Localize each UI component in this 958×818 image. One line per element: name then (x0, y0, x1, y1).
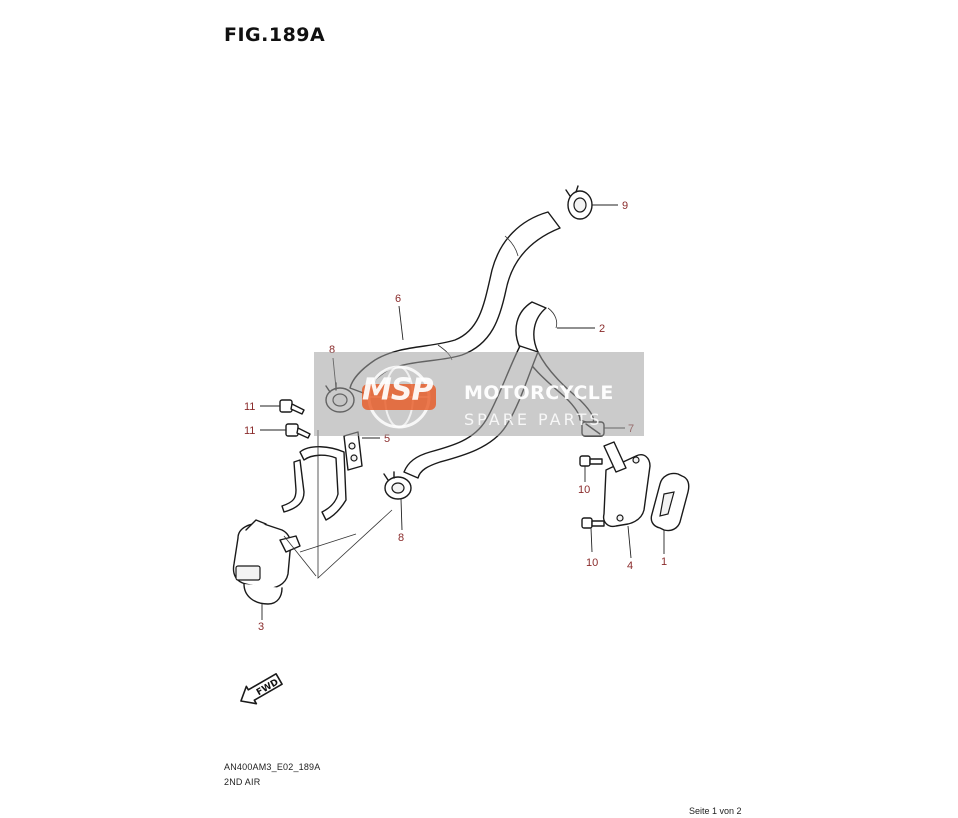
hose-clamp-8-lower (383, 471, 412, 500)
watermark-logo-text: MSP (362, 372, 433, 408)
watermark-band: MSP MOTORCYCLE SPARE PARTS (314, 352, 644, 436)
callout-8-lower: 8 (398, 532, 404, 544)
bolt-10-lower (581, 517, 605, 529)
leader-8-lower (400, 498, 403, 531)
leader-4 (627, 525, 632, 559)
callout-9: 9 (622, 200, 628, 212)
callout-11-upper: 11 (244, 401, 255, 413)
callout-3: 3 (258, 621, 264, 633)
callout-10-upper: 10 (578, 484, 590, 496)
callout-5: 5 (384, 433, 390, 445)
air-pipe (281, 446, 347, 521)
air-control-valve-3 (232, 519, 301, 605)
reference-line (299, 533, 357, 553)
reed-valve-cover-4 (602, 441, 651, 528)
callout-11-lower: 11 (244, 425, 255, 437)
leader-6 (398, 305, 404, 341)
bolt-10-upper (579, 455, 603, 467)
watermark-line2: SPARE PARTS (464, 410, 603, 429)
figure-title: FIG.189A (224, 24, 326, 46)
page-footer: Seite 1 von 2 (689, 806, 742, 816)
watermark-line1: MOTORCYCLE (464, 382, 614, 404)
reference-line (317, 430, 393, 579)
callout-6: 6 (395, 293, 401, 305)
bolt-11-lower (285, 423, 311, 439)
bolt-11-upper (279, 399, 305, 415)
diagram-code: AN400AM3_E02_189A (224, 762, 321, 772)
bracket-5 (343, 431, 363, 471)
section-name: 2ND AIR (224, 777, 261, 787)
callout-10-lower: 10 (586, 557, 598, 569)
globe-logo-icon (362, 365, 436, 429)
forward-arrow: FWD (240, 673, 283, 705)
callout-2: 2 (599, 323, 605, 335)
hose-clamp-9 (565, 185, 593, 220)
callout-4: 4 (627, 560, 633, 572)
leader-10-lower (590, 527, 593, 553)
callout-8-upper: 8 (329, 344, 335, 356)
reference-line (283, 535, 317, 577)
gasket-1 (650, 472, 690, 532)
callout-1: 1 (661, 556, 667, 568)
